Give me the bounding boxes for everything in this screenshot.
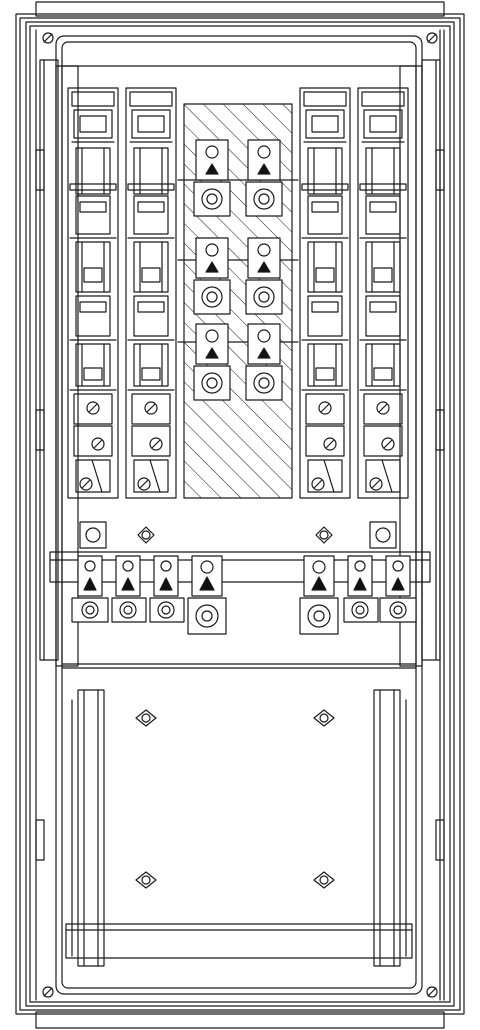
busbar-terminal (245, 139, 283, 217)
terminal-6 (344, 556, 378, 622)
fuse-switch-unit-right-1 (299, 87, 351, 499)
terminal-2 (112, 556, 146, 622)
terminal-4 (188, 556, 226, 634)
corner-screw-bottom-right (427, 987, 437, 997)
corner-screw-top-left (43, 33, 53, 43)
terminal-1 (72, 556, 108, 622)
cable-duct (66, 924, 412, 958)
busbar-terminal (245, 323, 283, 401)
busbar-terminal (193, 237, 231, 315)
terminal-5 (300, 556, 338, 634)
hex-bolt-left (80, 522, 106, 548)
fixing-hole (314, 872, 334, 888)
fixing-hole (316, 527, 332, 543)
side-rail-right (400, 60, 444, 860)
busbar-terminal (193, 323, 231, 401)
fuse-switch-unit-left-1 (68, 88, 118, 498)
fixing-hole (138, 527, 154, 543)
hex-bolt-right (370, 522, 396, 548)
fuse-switch-unit-left-2 (125, 87, 177, 499)
fixing-hole (314, 710, 334, 726)
side-rail-left (36, 60, 78, 860)
din-rail-left (72, 690, 104, 966)
fixing-hole (136, 710, 156, 726)
terminal-7 (380, 556, 416, 622)
terminal-3 (150, 556, 184, 622)
corner-screw-top-right (427, 33, 437, 43)
terminal-strip-bar (50, 552, 430, 582)
fixing-hole (136, 872, 156, 888)
din-rail-right (374, 690, 406, 966)
corner-screw-bottom-left (43, 987, 53, 997)
busbar-terminal (245, 237, 283, 315)
busbar-terminal (194, 140, 230, 216)
